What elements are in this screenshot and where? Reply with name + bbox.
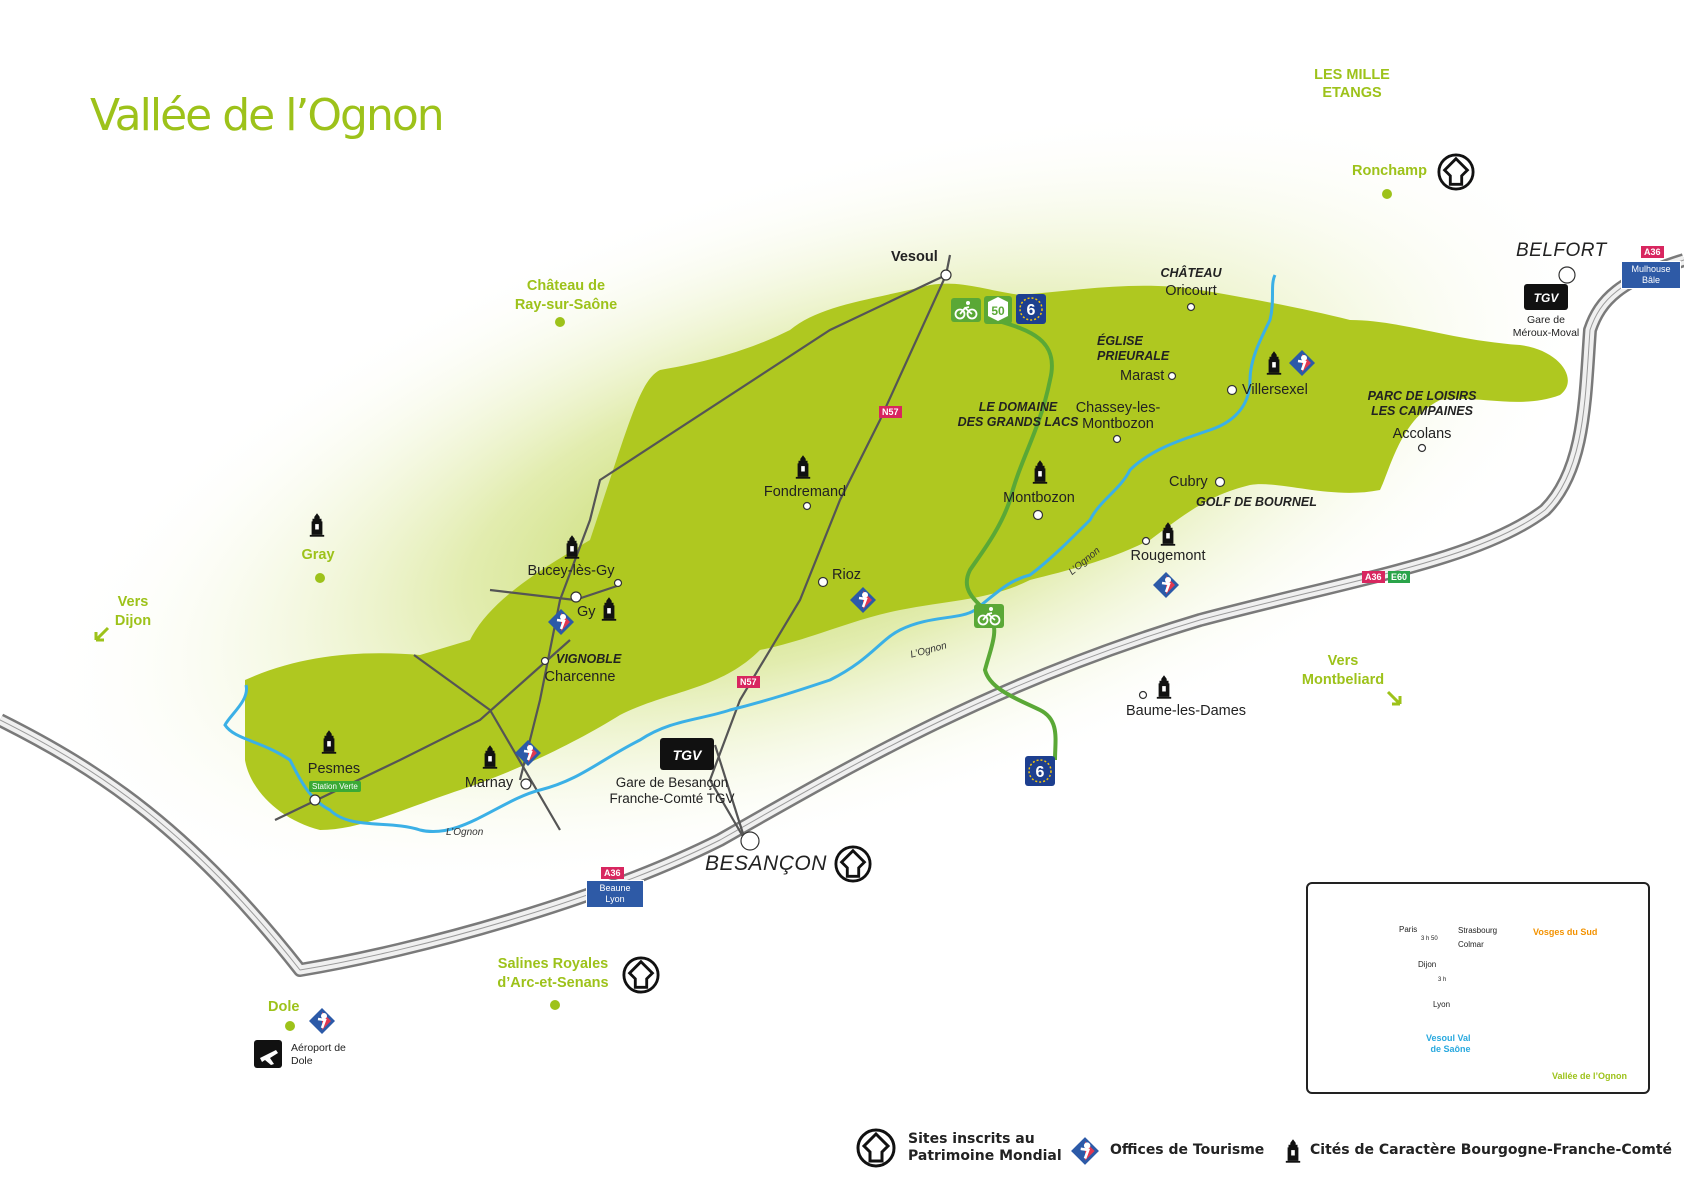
label-vesoul: Vesoul: [891, 249, 938, 265]
inset-label-vallee: Vallée de l’Ognon: [1552, 1071, 1628, 1081]
label-fondremand: Fondremand: [763, 484, 847, 500]
label-marast: Marast: [1120, 368, 1165, 384]
label-chateau-heading: CHÂTEAU: [1160, 266, 1222, 280]
tgv-logo-besancon: [660, 738, 714, 770]
label-accolans: Accolans: [1392, 426, 1452, 442]
label-gy: Gy: [577, 604, 596, 620]
badge-n57-south: N57: [737, 676, 760, 688]
inset-france-map: [1306, 882, 1650, 1094]
label-vignoble: VIGNOBLE: [556, 652, 622, 666]
inset-label-strasbourg: Strasbourg: [1458, 926, 1498, 935]
airplane-icon: [260, 1050, 278, 1065]
inset-label-colmar: Colmar: [1458, 940, 1484, 949]
eurovelo-label-bottom: 6: [1036, 764, 1045, 781]
inset-label-time-lyon: 3 h: [1438, 977, 1447, 983]
legend-cite-icon: [1285, 1139, 1301, 1163]
label-golf: GOLF DE BOURNEL: [1196, 495, 1317, 509]
badge-a36-besancon: A36: [601, 867, 624, 879]
route-50-label: 50: [991, 304, 1005, 318]
label-belfort: BELFORT: [1516, 240, 1607, 261]
bike-icon: [974, 604, 1004, 628]
green-dots: [285, 189, 1392, 1031]
label-rougemont: Rougemont: [1130, 548, 1206, 564]
label-marnay: Marnay: [464, 775, 514, 791]
valley-area: [245, 283, 1568, 830]
label-rioz: Rioz: [832, 567, 862, 583]
label-montbozon: Montbozon: [1003, 490, 1075, 506]
unesco-icon: [834, 845, 872, 883]
badge-a36-belfort: A36: [1641, 246, 1664, 258]
ognon-river: [223, 274, 1277, 834]
eurovelo-label-top: 6: [1027, 302, 1036, 319]
inset-label-time-paris: 3 h 50: [1421, 936, 1438, 942]
cycle-route: [964, 318, 1058, 761]
arrow-dijon-icon: [94, 626, 110, 642]
inset-label-paris: Paris: [1399, 925, 1418, 934]
inset-label-vosges: Vosges du Sud: [1533, 927, 1598, 937]
office-icon: [308, 1007, 336, 1035]
bike-icon: [951, 298, 981, 322]
route-50-shield: [984, 296, 1012, 324]
label-charcenne: Charcenne: [544, 669, 616, 685]
label-gray: Gray: [301, 547, 335, 563]
inset-label-dijon: Dijon: [1418, 960, 1437, 969]
label-villersexel: Villersexel: [1242, 382, 1308, 398]
legend-cites-text: Cités de Caractère Bourgogne-Franche-Com…: [1310, 1142, 1673, 1158]
legend-unesco-icon: [856, 1128, 896, 1168]
label-dole: Dole: [268, 999, 300, 1015]
inset-label-lyon: Lyon: [1433, 1000, 1451, 1009]
tgv-label-besancon: TGV: [673, 747, 703, 763]
label-oricourt: Oricourt: [1165, 283, 1217, 299]
label-ognon-river-west: L’Ognon: [446, 827, 484, 838]
unesco-icon: [622, 956, 660, 994]
legend-offices-text: Offices de Tourisme: [1110, 1142, 1265, 1158]
arrow-montbeliard-icon: [1386, 690, 1402, 706]
badge-e60: E60: [1388, 571, 1411, 583]
label-pesmes: Pesmes: [307, 761, 361, 777]
label-bucey: Bucey-lès-Gy: [527, 563, 615, 579]
map-title: Vallée de l’Ognon: [90, 90, 445, 141]
tgv-label-meroux: TGV: [1534, 291, 1560, 305]
label-besancon: BESANÇON: [705, 852, 827, 875]
legend-office-icon: [1070, 1136, 1100, 1166]
badge-n57-north: N57: [879, 406, 902, 418]
eurovelo-shield-top: [1016, 294, 1046, 324]
eurovelo-shield-bottom: [1025, 756, 1055, 786]
badge-a36-east: A36: [1362, 571, 1385, 583]
label-ronchamp: Ronchamp: [1352, 163, 1427, 179]
badge-station-verte: Station Verte: [309, 781, 361, 792]
label-cubry: Cubry: [1169, 474, 1208, 490]
label-chassey: Chassey-les-Montbozon: [1075, 400, 1161, 432]
place-dots: [309, 266, 1576, 851]
label-baume: Baume-les-Dames: [1125, 703, 1247, 719]
tgv-logo-meroux: [1524, 284, 1568, 310]
